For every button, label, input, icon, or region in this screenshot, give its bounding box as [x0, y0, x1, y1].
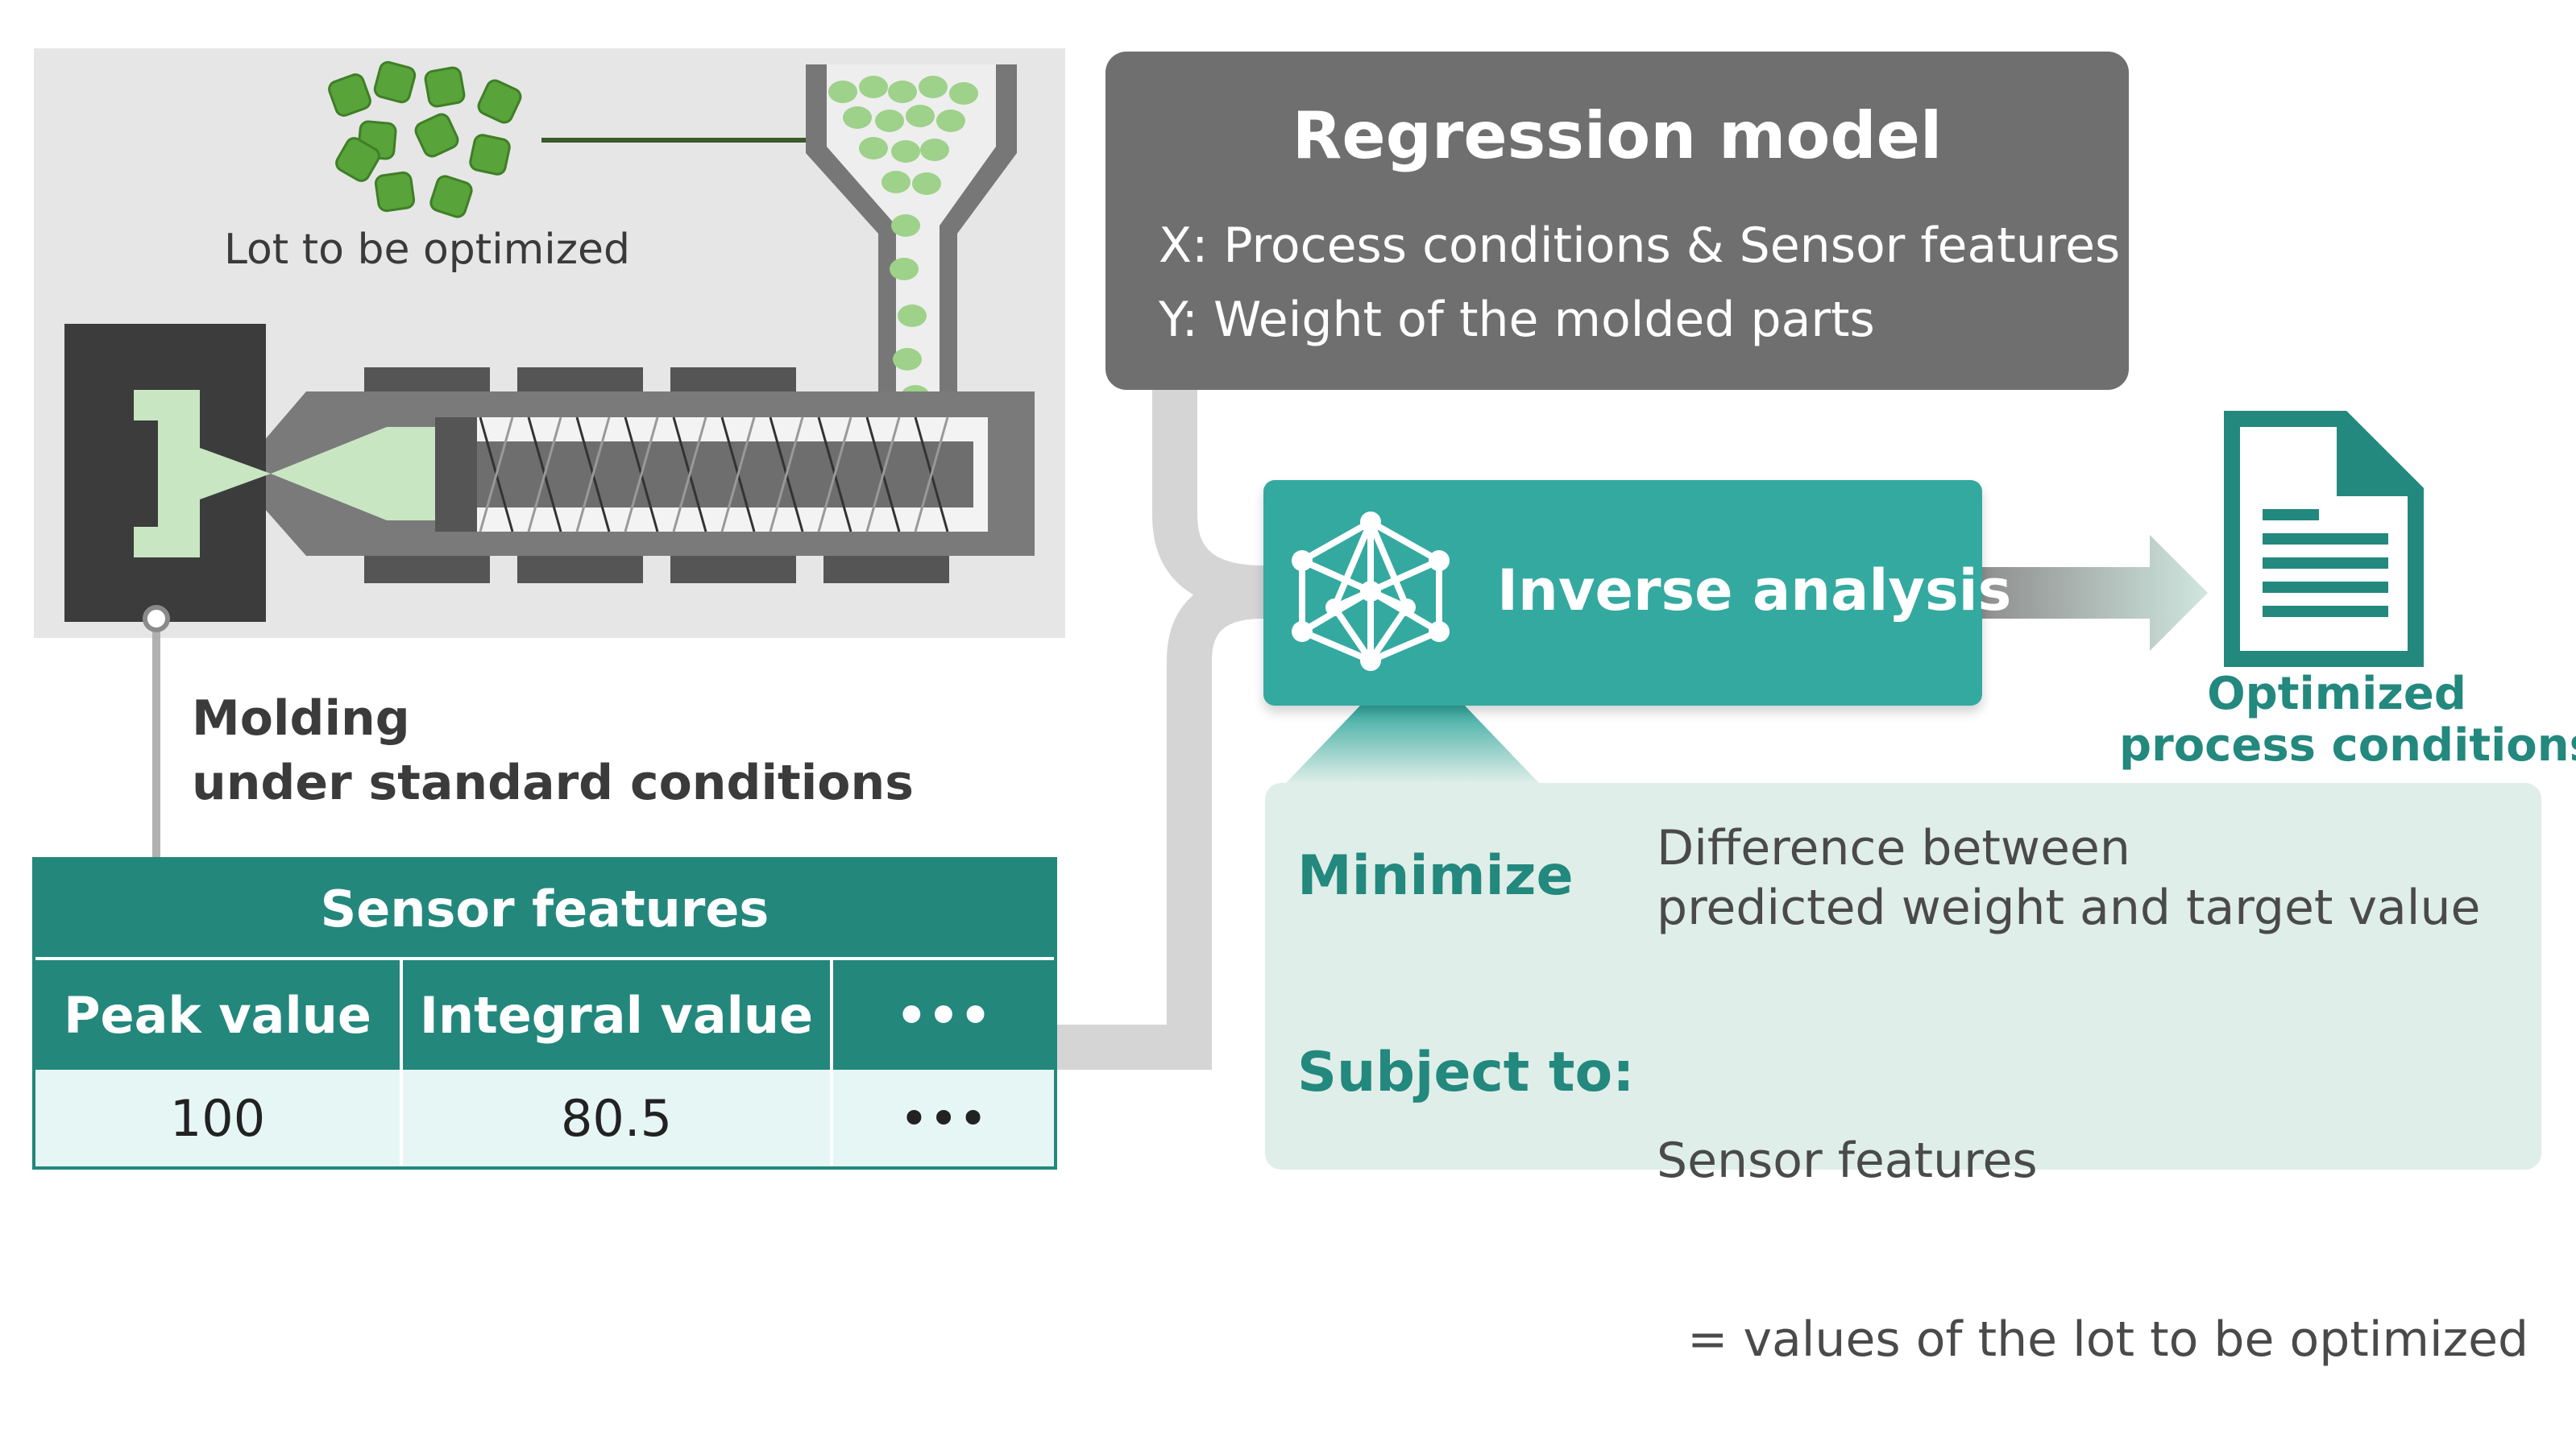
regression-model-box [1105, 52, 2129, 390]
lot-label: Lot to be optimized [223, 226, 631, 274]
table-header-cell: Integral value [400, 960, 830, 1070]
inverse-analysis-label: Inverse analysis [1497, 557, 2012, 623]
mold-cavity [134, 390, 271, 557]
callout-triangle [1286, 706, 1539, 783]
molding-label-line1: Molding [192, 690, 410, 747]
table-title: Sensor features [35, 860, 1054, 960]
molding-label-line2: under standard conditions [192, 755, 914, 811]
regression-x-text: X: Process conditions & Sensor features [1159, 217, 2121, 274]
table-header-cell: Peak value [35, 960, 400, 1070]
mold-connector-dot [143, 605, 170, 632]
table-header-cell: ••• [830, 960, 1054, 1070]
molding-label: Molding under standard conditions [192, 686, 914, 815]
minimize-text: Difference between predicted weight and … [1657, 818, 2480, 938]
table-value-cell: 80.5 [400, 1070, 830, 1166]
sensor-features-table: Sensor features Peak value Integral valu… [32, 857, 1057, 1170]
optimized-label-line2: process conditions [2119, 719, 2576, 772]
document-icon [2224, 411, 2424, 667]
hopper-pellets [828, 76, 978, 408]
optimization-panel [1265, 783, 2541, 1170]
subject-text-line1: Sensor features [1657, 1133, 2038, 1189]
nozzle-melt [271, 427, 467, 520]
pellets-icon [328, 60, 522, 218]
screw-flights [479, 416, 949, 532]
subject-to-label: Subject to: [1297, 1041, 1635, 1104]
sensor-pipe [1057, 574, 1264, 1070]
inverse-analysis-box [1263, 480, 1982, 706]
output-arrow [1982, 535, 2208, 651]
table-value-cell: 100 [35, 1070, 400, 1166]
network-icon [1292, 512, 1450, 671]
screw-shaft [467, 441, 973, 507]
minimize-text-line2: predicted weight and target value [1657, 880, 2481, 936]
diagram-canvas [34, 48, 2424, 1070]
subject-text-line2: = values of the lot to be optimized [1657, 1311, 2529, 1368]
regression-title: Regression model [1292, 98, 1943, 173]
regression-pipe [1152, 390, 1264, 611]
subject-to-text: Sensor features = values of the lot to b… [1657, 1012, 2528, 1429]
minimize-label: Minimize [1297, 844, 1574, 908]
table-value-cell: ••• [830, 1070, 1054, 1166]
optimized-conditions-label: Optimized process conditions [2119, 668, 2576, 772]
optimized-label-line1: Optimized [2207, 668, 2466, 720]
regression-y-text: Y: Weight of the molded parts [1159, 292, 1875, 348]
minimize-text-line1: Difference between [1657, 820, 2130, 876]
screw-tip [435, 417, 477, 532]
